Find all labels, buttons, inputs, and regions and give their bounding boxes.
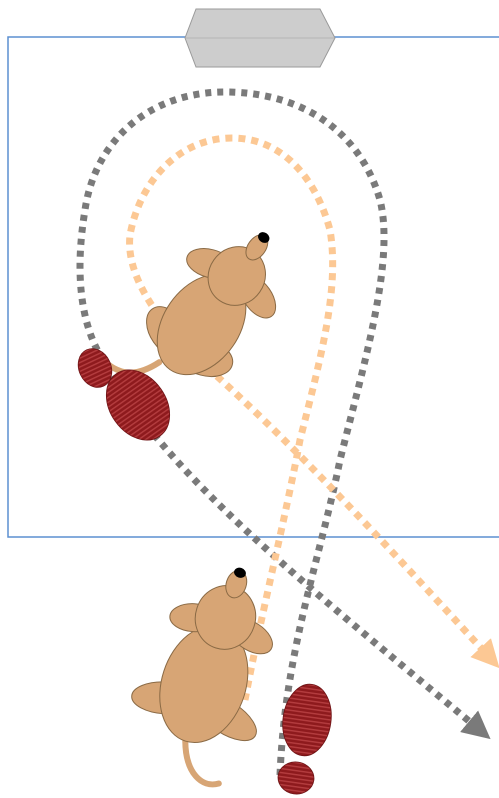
boot-print-icon [77, 348, 113, 388]
dog-icon [98, 232, 277, 378]
boot-print-icon [277, 761, 315, 795]
gate-icon [184, 8, 336, 68]
boot-print-icon [282, 683, 332, 757]
dog-nose-icon [258, 232, 270, 243]
dog-nose-icon [234, 567, 246, 578]
dog-path [126, 134, 499, 701]
boot-print-icon [105, 369, 171, 441]
dog-icon [131, 567, 273, 788]
